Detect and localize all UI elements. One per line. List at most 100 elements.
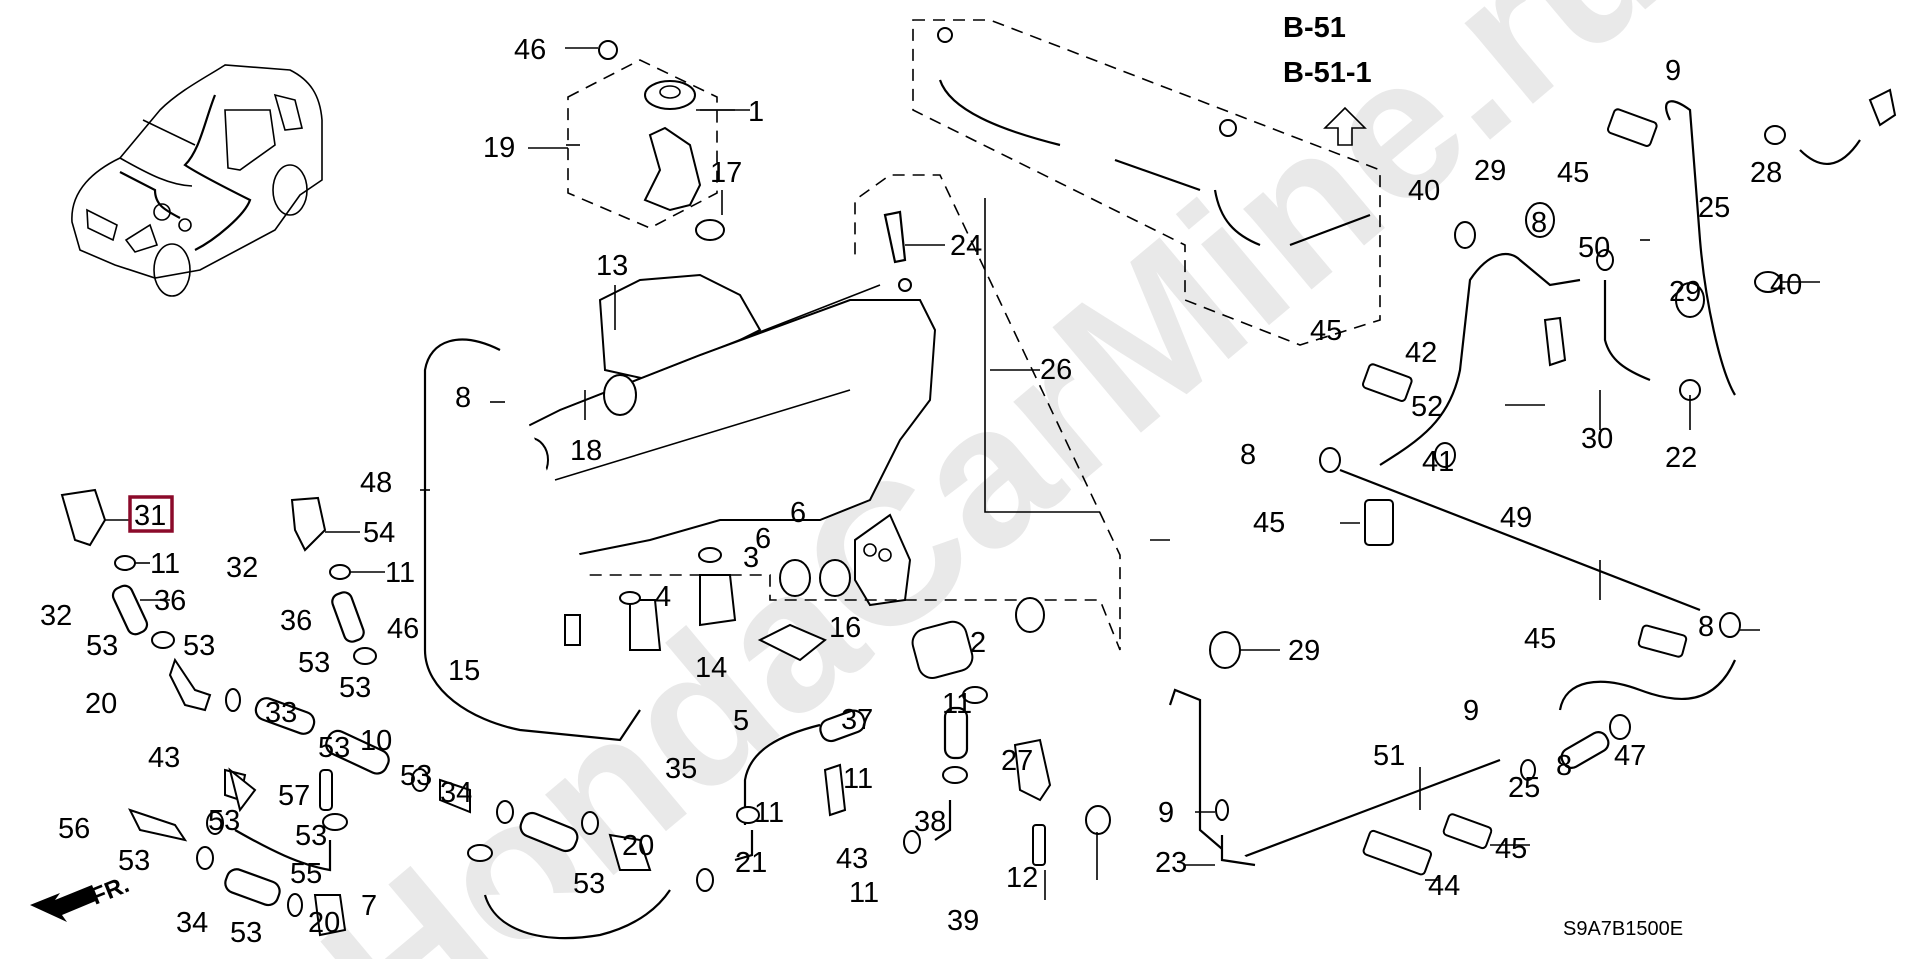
callout-38[interactable]: 38 bbox=[914, 806, 946, 838]
callout-45[interactable]: 45 bbox=[1310, 315, 1342, 347]
callout-46[interactable]: 46 bbox=[514, 34, 546, 66]
callout-3[interactable]: 3 bbox=[743, 542, 759, 574]
callout-44[interactable]: 44 bbox=[1428, 870, 1460, 902]
hose-21 bbox=[734, 830, 754, 862]
callout-15[interactable]: 15 bbox=[448, 655, 480, 687]
callout-34[interactable]: 34 bbox=[176, 907, 208, 939]
callout-25[interactable]: 25 bbox=[1698, 192, 1730, 224]
callout-20[interactable]: 20 bbox=[85, 688, 117, 720]
callout-52[interactable]: 52 bbox=[1411, 391, 1443, 423]
callout-6[interactable]: 6 bbox=[755, 523, 771, 555]
rear-hose-assembly bbox=[937, 27, 1371, 247]
callout-32[interactable]: 32 bbox=[40, 600, 72, 632]
callout-8[interactable]: 8 bbox=[1556, 750, 1572, 782]
callout-56[interactable]: 56 bbox=[58, 813, 90, 845]
callout-9[interactable]: 9 bbox=[1665, 55, 1681, 87]
callout-11[interactable]: 11 bbox=[843, 763, 873, 795]
callout-9[interactable]: 9 bbox=[1463, 695, 1479, 727]
callout-29[interactable]: 29 bbox=[1474, 155, 1506, 187]
callout-23[interactable]: 23 bbox=[1155, 847, 1187, 879]
callout-53[interactable]: 53 bbox=[573, 868, 605, 900]
callout-28[interactable]: 28 bbox=[1750, 157, 1782, 189]
callout-42[interactable]: 42 bbox=[1405, 337, 1437, 369]
callout-53[interactable]: 53 bbox=[118, 845, 150, 877]
callout-49[interactable]: 49 bbox=[1500, 502, 1532, 534]
callout-20[interactable]: 20 bbox=[622, 830, 654, 862]
callout-11[interactable]: 11 bbox=[754, 797, 784, 829]
callout-34[interactable]: 34 bbox=[440, 777, 472, 809]
callout-11[interactable]: 11 bbox=[385, 557, 415, 589]
callout-6[interactable]: 6 bbox=[790, 497, 806, 529]
callout-31[interactable]: 31 bbox=[134, 500, 166, 532]
callout-9[interactable]: 9 bbox=[1158, 797, 1174, 829]
callout-45[interactable]: 45 bbox=[1495, 833, 1527, 865]
callout-17[interactable]: 17 bbox=[710, 157, 742, 189]
callout-7[interactable]: 7 bbox=[361, 890, 377, 922]
callout-51[interactable]: 51 bbox=[1373, 740, 1405, 772]
callout-53[interactable]: 53 bbox=[400, 760, 432, 792]
callout-4[interactable]: 4 bbox=[655, 581, 671, 613]
callout-53[interactable]: 53 bbox=[295, 820, 327, 852]
callout-53[interactable]: 53 bbox=[230, 917, 262, 949]
callout-48[interactable]: 48 bbox=[360, 467, 392, 499]
callout-26[interactable]: 26 bbox=[1040, 354, 1072, 386]
callout-41[interactable]: 41 bbox=[1422, 446, 1454, 478]
callout-47[interactable]: 47 bbox=[1614, 740, 1646, 772]
callout-36[interactable]: 36 bbox=[280, 605, 312, 637]
callout-37[interactable]: 37 bbox=[841, 704, 873, 736]
callout-29[interactable]: 29 bbox=[1669, 276, 1701, 308]
callout-16[interactable]: 16 bbox=[829, 612, 861, 644]
callout-10[interactable]: 10 bbox=[360, 725, 392, 757]
callout-43[interactable]: 43 bbox=[836, 843, 868, 875]
callout-53[interactable]: 53 bbox=[86, 630, 118, 662]
callout-57[interactable]: 57 bbox=[278, 780, 310, 812]
callout-36[interactable]: 36 bbox=[154, 585, 186, 617]
callout-53[interactable]: 53 bbox=[298, 647, 330, 679]
callout-45[interactable]: 45 bbox=[1253, 507, 1285, 539]
grommet-29 bbox=[1209, 631, 1241, 669]
callout-5[interactable]: 5 bbox=[733, 705, 749, 737]
callout-35[interactable]: 35 bbox=[665, 753, 697, 785]
callout-20[interactable]: 20 bbox=[308, 907, 340, 939]
callout-39[interactable]: 39 bbox=[947, 905, 979, 937]
callout-8[interactable]: 8 bbox=[1698, 611, 1714, 643]
callout-55[interactable]: 55 bbox=[290, 858, 322, 890]
callout-30[interactable]: 30 bbox=[1581, 423, 1613, 455]
reference-code[interactable]: B-51-1 bbox=[1283, 57, 1372, 89]
callout-8[interactable]: 8 bbox=[1240, 439, 1256, 471]
callout-40[interactable]: 40 bbox=[1770, 269, 1802, 301]
callout-43[interactable]: 43 bbox=[148, 742, 180, 774]
callout-24[interactable]: 24 bbox=[950, 230, 982, 262]
callout-53[interactable]: 53 bbox=[208, 805, 240, 837]
callout-22[interactable]: 22 bbox=[1665, 442, 1697, 474]
callout-18[interactable]: 18 bbox=[570, 435, 602, 467]
callout-53[interactable]: 53 bbox=[183, 630, 215, 662]
callout-11[interactable]: 11 bbox=[942, 688, 972, 720]
callout-21[interactable]: 21 bbox=[735, 847, 767, 879]
reference-code[interactable]: B-51 bbox=[1283, 12, 1346, 44]
callout-1[interactable]: 1 bbox=[748, 96, 764, 128]
callout-8[interactable]: 8 bbox=[455, 382, 471, 414]
callout-53[interactable]: 53 bbox=[318, 732, 350, 764]
callout-11[interactable]: 11 bbox=[150, 548, 180, 580]
callout-29[interactable]: 29 bbox=[1288, 635, 1320, 667]
callout-14[interactable]: 14 bbox=[695, 652, 727, 684]
callout-25[interactable]: 25 bbox=[1508, 772, 1540, 804]
callout-54[interactable]: 54 bbox=[363, 517, 395, 549]
callout-8[interactable]: 8 bbox=[1531, 207, 1547, 239]
callout-50[interactable]: 50 bbox=[1578, 232, 1610, 264]
hose-25b bbox=[1560, 731, 1610, 769]
callout-33[interactable]: 33 bbox=[265, 697, 297, 729]
callout-53[interactable]: 53 bbox=[339, 672, 371, 704]
callout-45[interactable]: 45 bbox=[1524, 623, 1556, 655]
callout-19[interactable]: 19 bbox=[483, 132, 515, 164]
callout-13[interactable]: 13 bbox=[596, 250, 628, 282]
callout-11[interactable]: 11 bbox=[849, 877, 879, 909]
callout-45[interactable]: 45 bbox=[1557, 157, 1589, 189]
callout-40[interactable]: 40 bbox=[1408, 175, 1440, 207]
callout-46[interactable]: 46 bbox=[387, 613, 419, 645]
callout-27[interactable]: 27 bbox=[1001, 745, 1033, 777]
callout-2[interactable]: 2 bbox=[970, 627, 986, 659]
callout-12[interactable]: 12 bbox=[1006, 862, 1038, 894]
callout-32[interactable]: 32 bbox=[226, 552, 258, 584]
